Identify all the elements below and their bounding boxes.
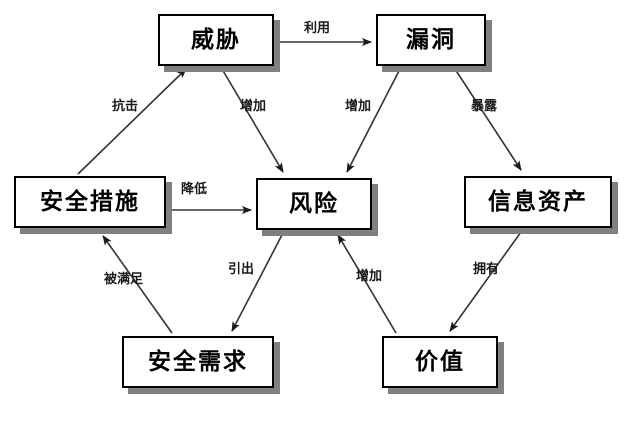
edge-label-reduces: 降低: [181, 182, 208, 197]
node-value-label: 价值: [415, 348, 465, 375]
edge-label-exposes: 暴露: [471, 99, 498, 114]
edge-assets-to-value: [449, 231, 522, 332]
edge-threat-to-risk: [221, 68, 284, 173]
edge-label-increases-threat-risk: 增加: [240, 99, 267, 114]
edge-vulnerability-to-risk: [346, 68, 401, 173]
edge-measures-to-threat: [77, 68, 187, 175]
node-vulnerability-label: 漏洞: [406, 26, 456, 53]
node-information-assets-label: 信息资产: [488, 188, 588, 215]
edge-label-increases-vuln-risk: 增加: [345, 99, 372, 114]
edge-value-to-risk: [337, 234, 397, 334]
edge-label-derives: 引出: [228, 262, 255, 277]
edge-requirements-to-measures: [102, 235, 173, 334]
node-information-assets[interactable]: 信息资产: [464, 176, 612, 228]
edge-label-satisfied-by: 被满足: [104, 272, 144, 287]
edge-label-resists: 抗击: [112, 99, 139, 114]
node-threat-label: 威胁: [191, 26, 241, 53]
edge-risk-to-requirements: [231, 232, 284, 332]
edge-label-increases-value-risk: 增加: [356, 269, 383, 284]
node-security-requirements[interactable]: 安全需求: [122, 336, 274, 388]
edge-label-exploits: 利用: [304, 21, 331, 36]
node-security-measures-label: 安全措施: [40, 188, 140, 215]
edge-vulnerability-to-assets: [454, 68, 522, 171]
node-security-requirements-label: 安全需求: [148, 348, 248, 375]
node-threat[interactable]: 威胁: [158, 14, 274, 66]
edge-label-owns: 拥有: [473, 262, 500, 277]
node-value[interactable]: 价值: [382, 336, 498, 388]
node-risk[interactable]: 风险: [256, 178, 372, 230]
node-security-measures[interactable]: 安全措施: [14, 176, 166, 228]
node-vulnerability[interactable]: 漏洞: [376, 14, 486, 66]
node-risk-label: 风险: [289, 190, 339, 217]
